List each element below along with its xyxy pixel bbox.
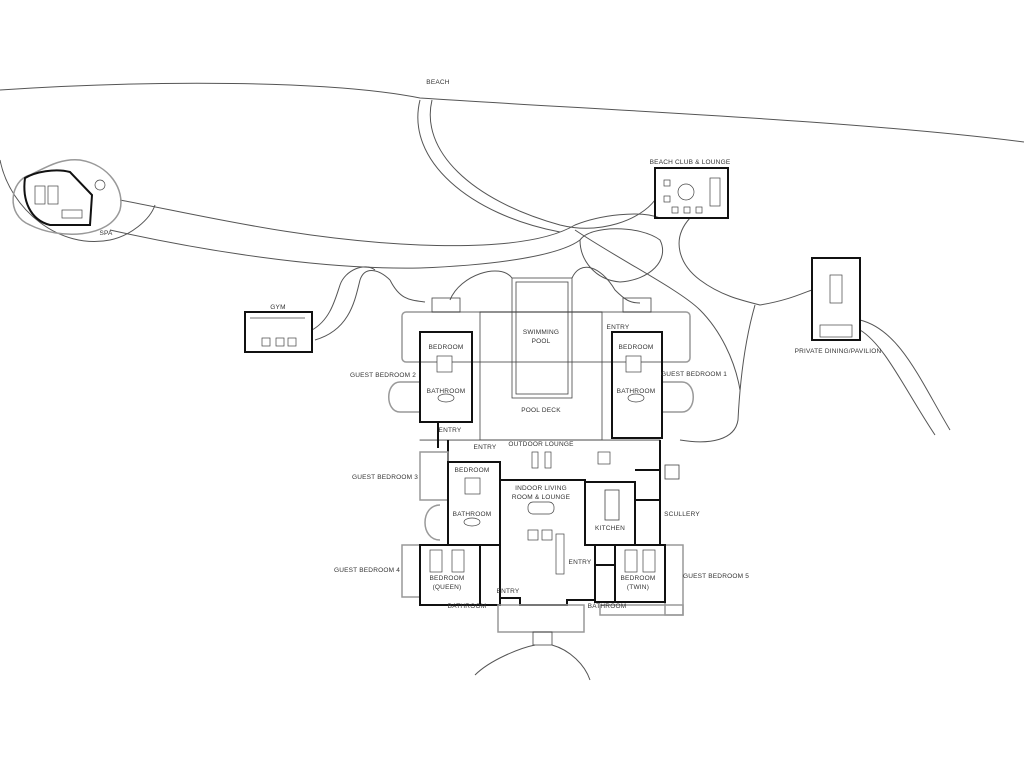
label-guest-bedroom-1: GUEST BEDROOM 1 bbox=[661, 371, 727, 378]
label-spa: SPA bbox=[99, 230, 113, 237]
label-gym: GYM bbox=[270, 304, 285, 311]
label-gb1-bedroom: BEDROOM bbox=[619, 344, 654, 351]
label-gb4-queen: (QUEEN) bbox=[433, 584, 462, 591]
label-guest-bedroom-5: GUEST BEDROOM 5 bbox=[683, 573, 749, 580]
label-guest-bedroom-4: GUEST BEDROOM 4 bbox=[334, 567, 400, 574]
label-gb3-bathroom: BATHROOM bbox=[453, 511, 492, 518]
label-guest-bedroom-2: GUEST BEDROOM 2 bbox=[350, 372, 416, 379]
label-pool-deck: POOL DECK bbox=[521, 407, 561, 414]
label-private-dining: PRIVATE DINING/PAVILION bbox=[795, 348, 882, 355]
label-gb3-entry: ENTRY bbox=[474, 444, 497, 451]
beach-club-building bbox=[654, 167, 729, 219]
label-gb4-bathroom: BATHROOM bbox=[448, 603, 487, 610]
label-gb5-twin: (TWIN) bbox=[627, 584, 649, 591]
label-gb1-entry: ENTRY bbox=[607, 324, 630, 331]
label-gb2-bedroom: BEDROOM bbox=[429, 344, 464, 351]
label-living-2: ROOM & LOUNGE bbox=[512, 494, 571, 501]
label-gb1-bathroom: BATHROOM bbox=[617, 388, 656, 395]
label-gb2-entry: ENTRY bbox=[439, 427, 462, 434]
gym-building bbox=[244, 311, 313, 353]
labels: BEACH BEACH CLUB & LOUNGE SPA GYM PRIVAT… bbox=[99, 79, 881, 610]
label-beach-club: BEACH CLUB & LOUNGE bbox=[650, 159, 731, 166]
label-gb5-bedroom: BEDROOM bbox=[621, 575, 656, 582]
label-outdoor-lounge: OUTDOOR LOUNGE bbox=[508, 441, 574, 448]
label-beach: BEACH bbox=[426, 79, 450, 86]
label-main-entry: ENTRY bbox=[497, 588, 520, 595]
main-house bbox=[388, 277, 694, 646]
label-scullery: SCULLERY bbox=[664, 511, 700, 518]
spa-building bbox=[12, 159, 122, 235]
label-pool-2: POOL bbox=[532, 338, 551, 345]
label-gb2-bathroom: BATHROOM bbox=[427, 388, 466, 395]
label-gb3-bedroom: BEDROOM bbox=[455, 467, 490, 474]
label-gb5-bathroom: BATHROOM bbox=[588, 603, 627, 610]
private-dining-building bbox=[811, 257, 861, 341]
label-pool-1: SWIMMING bbox=[523, 329, 559, 336]
label-kitchen: KITCHEN bbox=[595, 525, 625, 532]
label-guest-bedroom-3: GUEST BEDROOM 3 bbox=[352, 474, 418, 481]
label-gb4-bedroom: BEDROOM bbox=[430, 575, 465, 582]
label-gb5-entry: ENTRY bbox=[569, 559, 592, 566]
label-living-1: INDOOR LIVING bbox=[515, 485, 567, 492]
